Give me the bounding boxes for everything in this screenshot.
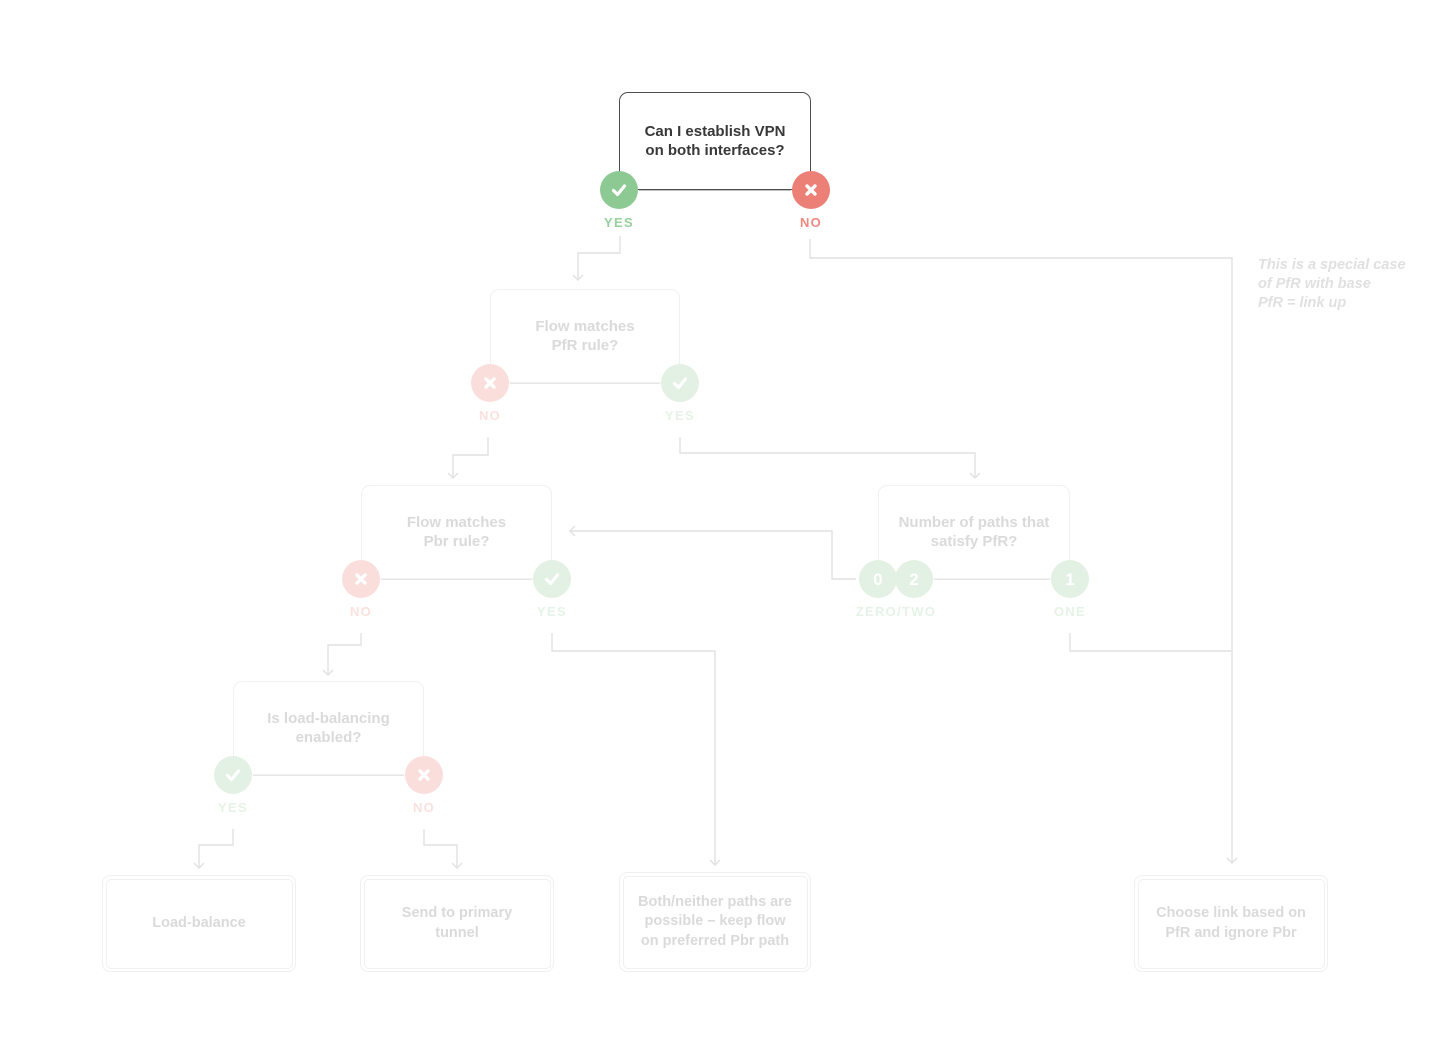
count-value: 0 [873, 569, 883, 589]
count-badge: 2 [895, 560, 933, 598]
question-text: Can I establish VPN on both interfaces? [644, 123, 786, 159]
branch-label-no: NO [349, 604, 373, 619]
branch-label-yes: YES [537, 604, 567, 619]
question-box: Flow matches Pbr rule? [361, 485, 552, 579]
question-text: Flow matches Pbr rule? [406, 514, 507, 550]
arrowhead-icon [969, 472, 981, 479]
count-value: 1 [1065, 569, 1075, 589]
connector-zero-two-to-pbr-rule [570, 530, 856, 580]
check-icon [214, 756, 252, 794]
connector-lb-yes-to-load-balance [198, 829, 234, 868]
arrowhead-icon [322, 669, 334, 676]
decision-node-flow-matches-pfr-rule: Flow matches PfR rule? NO YES [471, 289, 699, 423]
check-icon [600, 171, 638, 209]
connector-pbr-no-to-load-balancing [327, 633, 362, 675]
arrowhead-icon [709, 859, 721, 866]
terminal-node-choose-link-pfr-ignore-pbr: Choose link based on PfR and ignore Pbr [1134, 875, 1328, 972]
arrowhead-icon [569, 525, 576, 537]
question-text: Number of paths that satisfy PfR? [898, 514, 1050, 550]
branch-label-no: NO [412, 800, 436, 815]
connector-top-yes-to-pfr-rule [577, 236, 621, 280]
terminal-node-keep-flow-preferred-pbr-path: Both/neither paths are possible – keep f… [619, 872, 811, 972]
question-text: Flow matches PfR rule? [535, 318, 635, 354]
branch-label-zero-two: ZERO/TWO [855, 604, 937, 619]
connector-one-joins-choose-link [1069, 633, 1231, 652]
question-box: Flow matches PfR rule? [490, 289, 680, 383]
connector-pfr-no-to-pbr-rule [452, 437, 489, 478]
connector-lb-no-to-primary-tunnel [423, 829, 458, 868]
check-icon [533, 560, 571, 598]
branch-label-yes: YES [218, 800, 248, 815]
check-icon [661, 364, 699, 402]
question-box: Is load-balancing enabled? [233, 681, 424, 775]
arrowhead-icon [1226, 857, 1238, 864]
cross-icon [792, 171, 830, 209]
count-badge: 1 [1051, 560, 1089, 598]
branch-line [381, 578, 532, 580]
branch-line [253, 774, 404, 776]
branch-line [510, 382, 660, 384]
decision-node-vpn-both-interfaces: Can I establish VPN on both interfaces? Y… [600, 92, 830, 230]
connector-pbr-yes-to-keep-flow [551, 633, 716, 865]
connector-pfr-yes-to-number-paths [679, 437, 976, 478]
connector-top-no-to-choose-link [809, 239, 1233, 863]
question-text: Is load-balancing enabled? [267, 710, 390, 746]
count-value: 2 [909, 569, 919, 589]
decision-node-flow-matches-pbr-rule: Flow matches Pbr rule? NO YES [342, 485, 571, 619]
side-note: This is a special case of PfR with base … [1258, 257, 1406, 311]
branch-label-yes: YES [665, 408, 695, 423]
question-box: Number of paths that satisfy PfR? [878, 485, 1070, 579]
arrowhead-icon [193, 862, 205, 869]
decision-node-is-load-balancing-enabled: Is load-balancing enabled? YES NO [214, 681, 443, 815]
arrowhead-icon [572, 274, 584, 281]
branch-label-no: NO [478, 408, 502, 423]
branch-label-one: ONE [1053, 604, 1087, 619]
terminal-node-load-balance: Load-balance [102, 875, 296, 972]
branch-label-no: NO [799, 215, 823, 230]
branch-line [934, 578, 1050, 580]
cross-icon [471, 364, 509, 402]
count-badge: 0 [859, 560, 897, 598]
arrowhead-icon [447, 472, 459, 479]
arrowhead-icon [451, 862, 463, 869]
cross-icon [405, 756, 443, 794]
terminal-node-send-to-primary-tunnel: Send to primary tunnel [360, 875, 554, 972]
cross-icon [342, 560, 380, 598]
branch-label-yes: YES [604, 215, 634, 230]
question-box: Can I establish VPN on both interfaces? [619, 92, 811, 190]
